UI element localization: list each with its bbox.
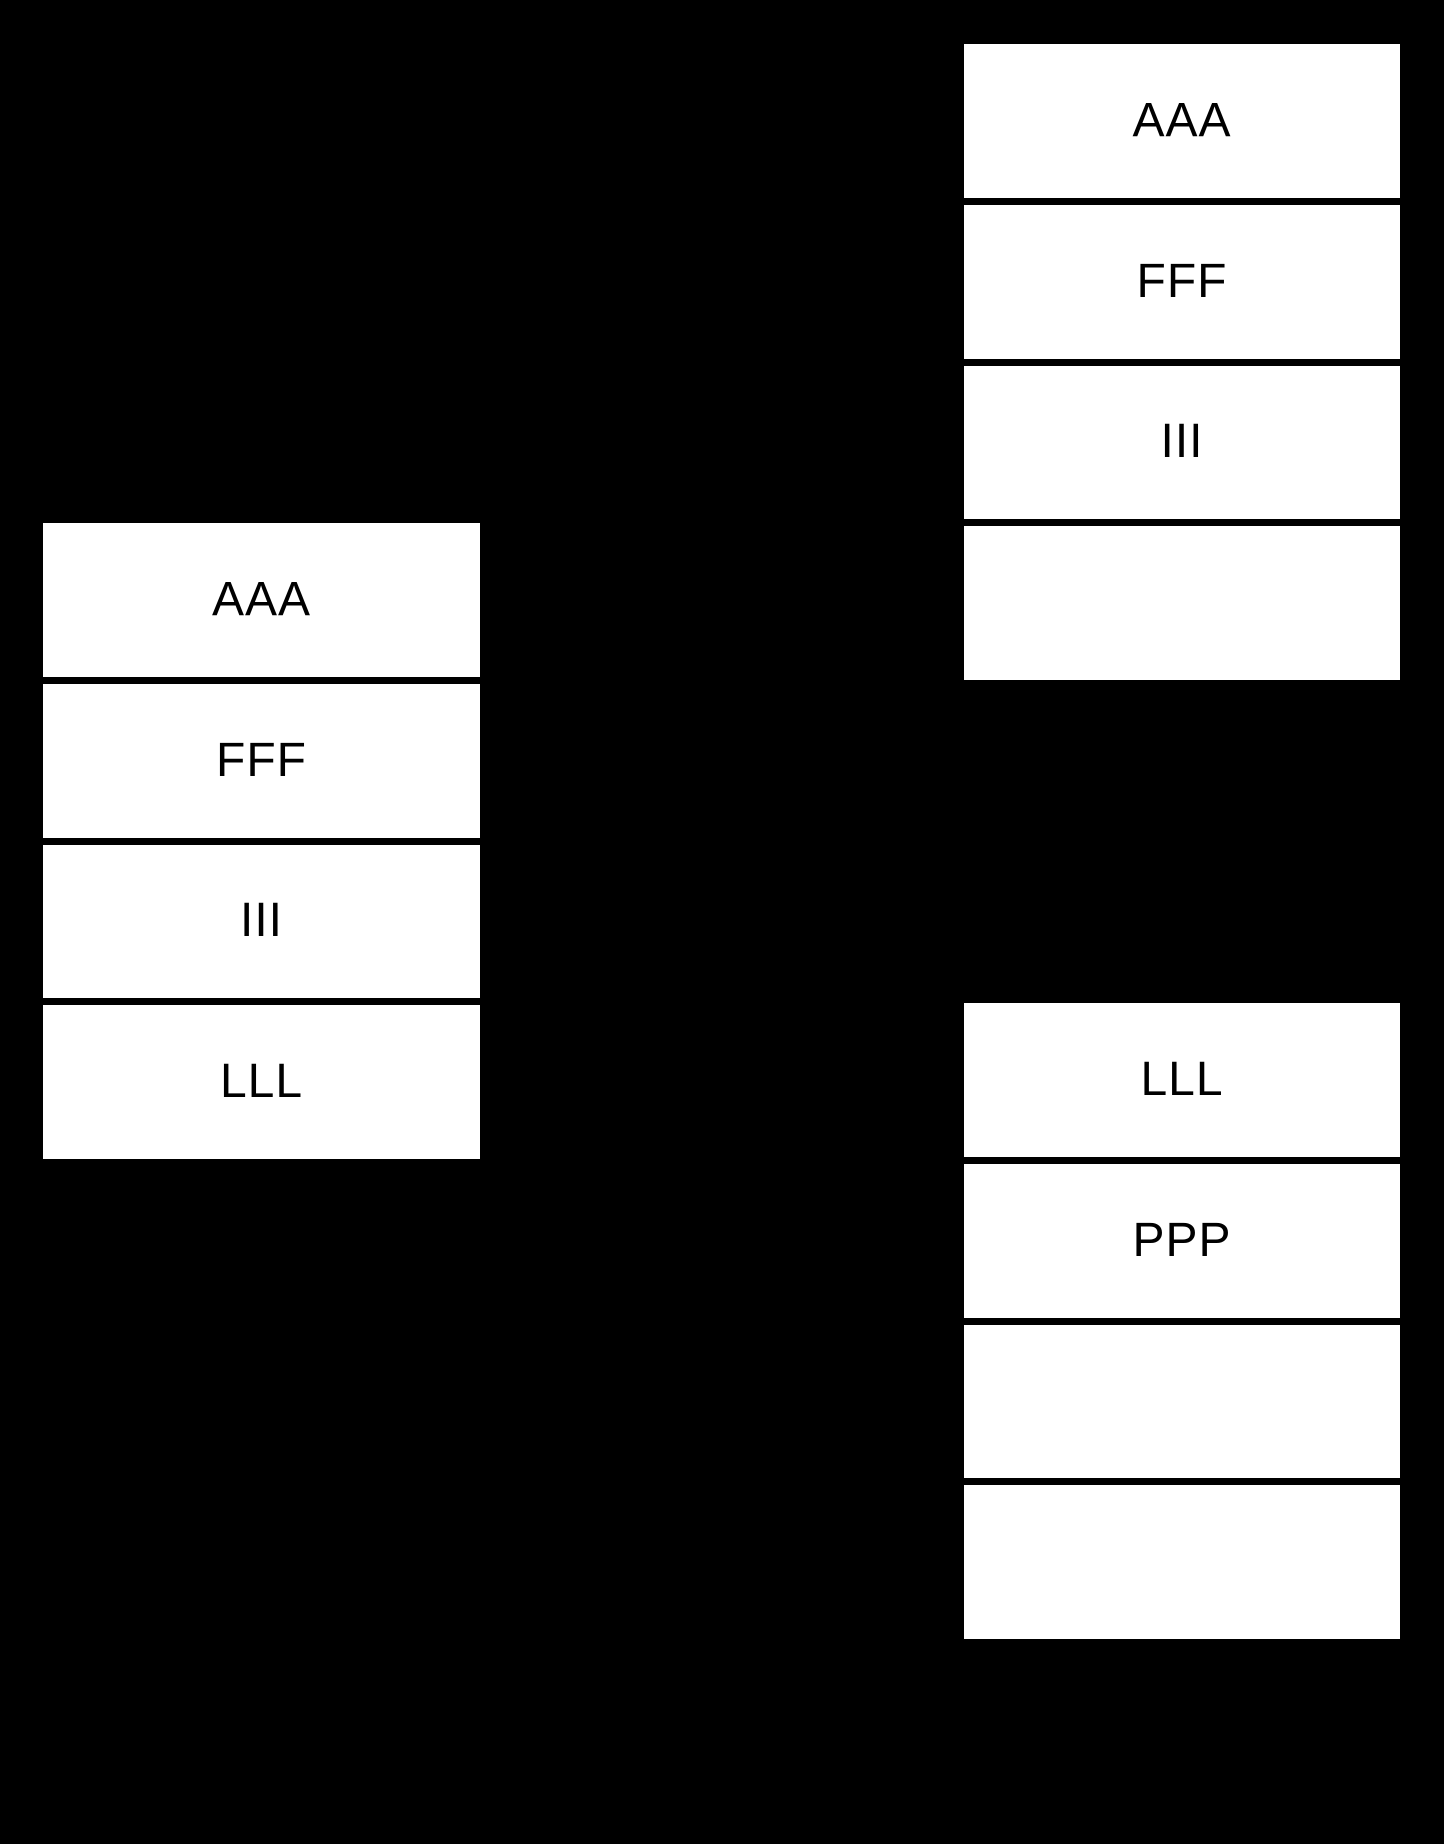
left-table: AAA FFF III LLL xyxy=(43,523,480,1159)
table-cell: PPP xyxy=(964,1163,1400,1318)
table-cell-empty xyxy=(964,526,1400,680)
table-cell: III xyxy=(43,844,480,999)
table-cell-empty xyxy=(964,1324,1400,1479)
table-cell: LLL xyxy=(43,1005,480,1159)
table-cell-empty xyxy=(964,1485,1400,1639)
table-cell: LLL xyxy=(964,1003,1400,1157)
table-cell: FFF xyxy=(964,204,1400,359)
top-right-table: AAA FFF III xyxy=(964,44,1400,680)
table-cell: III xyxy=(964,365,1400,520)
table-cell: FFF xyxy=(43,683,480,838)
table-cell: AAA xyxy=(43,523,480,677)
bottom-right-table: LLL PPP xyxy=(964,1003,1400,1639)
table-cell: AAA xyxy=(964,44,1400,198)
